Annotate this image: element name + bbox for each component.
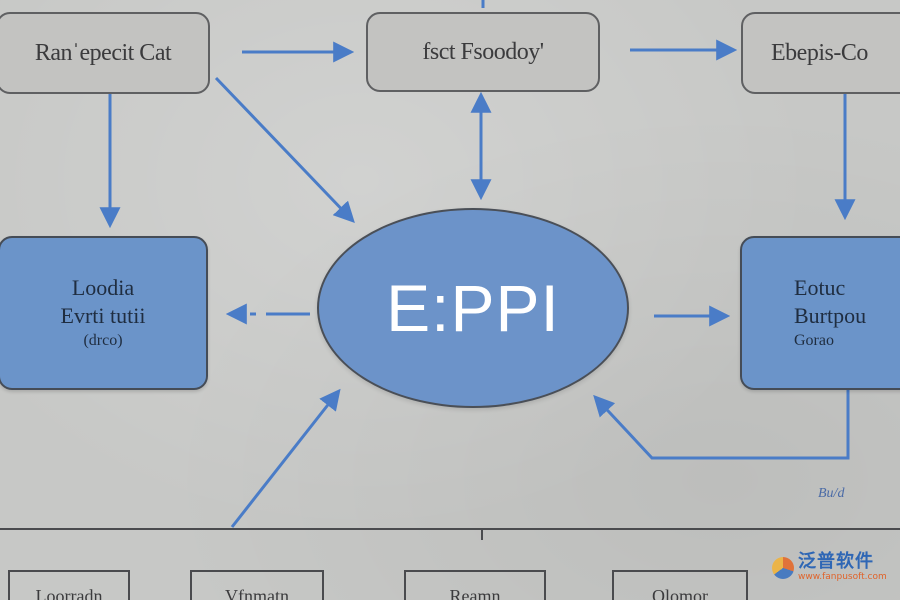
left-box[interactable]: Loodia Evrti tutii (drco) (0, 236, 208, 390)
arrow-diagonal-icon (214, 76, 355, 224)
bottom-cell-2[interactable]: Vfnmatn (190, 570, 324, 600)
arrow-diagonal-icon (230, 388, 341, 528)
bottom-cell-4[interactable]: Olomor (612, 570, 748, 600)
bottom-cell-1[interactable]: Loorradn (8, 570, 130, 600)
left-box-line1: Loodia (71, 275, 135, 300)
right-box-line2: Burtpou (794, 303, 867, 328)
left-box-line3: (drco) (83, 332, 123, 349)
fanpu-logo-icon (772, 556, 794, 579)
left-box-line2: Evrti tutii (60, 303, 146, 328)
bottom-cell-3[interactable]: Reamn (404, 570, 546, 600)
right-box[interactable]: Eotuc Burtpou Gorao (740, 236, 900, 390)
watermark-name: 泛普软件 (798, 551, 874, 572)
center-node[interactable]: E:PPI (317, 208, 629, 408)
watermark-url: www.fanpusoft.com (798, 572, 887, 582)
annotation-note: Bu/d (818, 486, 845, 501)
top-right-box[interactable]: Ebepis-Co (741, 12, 900, 94)
arrow-return-icon (593, 390, 850, 460)
top-center-box[interactable]: fsct Fsoodoy' (366, 12, 600, 92)
top-left-box[interactable]: Ranˈepecit Cat (0, 12, 210, 94)
center-node-label: E:PPI (386, 271, 560, 345)
top-left-box-label: Ranˈepecit Cat (34, 39, 172, 66)
right-box-line1: Eotuc (794, 275, 846, 300)
top-center-box-label: fsct Fsoodoy' (422, 38, 544, 65)
bottom-panel (0, 528, 900, 600)
top-right-box-label: Ebepis-Co (771, 39, 868, 66)
bottom-cell-label: Vfnmatn (225, 586, 289, 600)
right-box-line3: Gorao (794, 332, 834, 349)
bottom-cell-label: Olomor (652, 586, 708, 600)
bottom-cell-label: Loorradn (35, 586, 103, 600)
watermark: 泛普软件 www.fanpusoft.com (772, 553, 887, 582)
bottom-cell-label: Reamn (449, 586, 501, 600)
